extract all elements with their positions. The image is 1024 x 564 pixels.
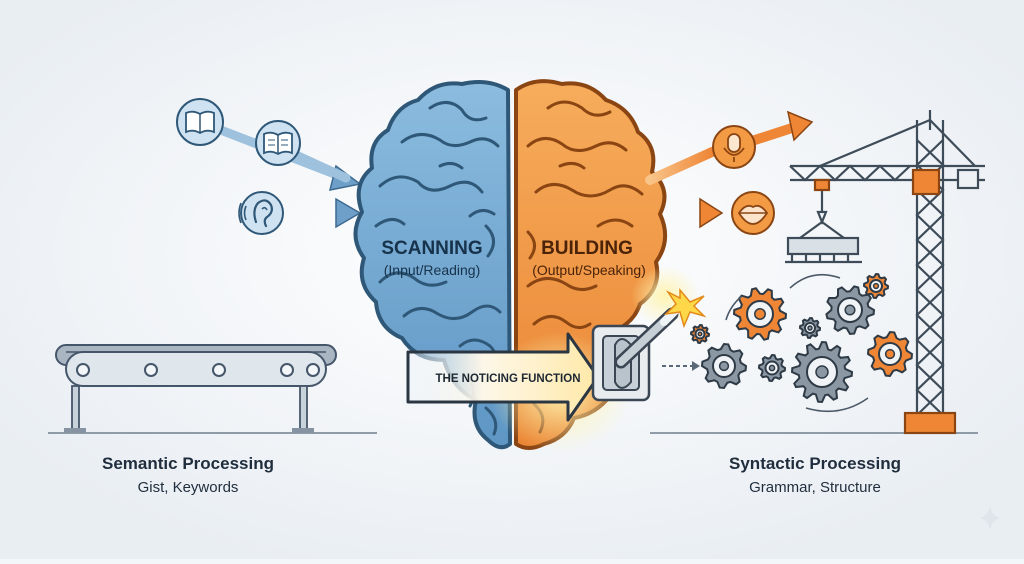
open-book-icon [255, 120, 301, 166]
semantic-subtitle: Gist, Keywords [138, 479, 239, 496]
connector-arrow [662, 361, 700, 371]
rotation-arrow [789, 273, 841, 289]
gear-icon [866, 330, 914, 378]
gear-icon [798, 316, 822, 340]
microphone-icon [712, 125, 756, 169]
rotation-arrow [805, 397, 869, 413]
gear-icon [757, 353, 787, 383]
gear-icon [825, 285, 876, 336]
noticing-label: THE NOTICING FUNCTION [435, 373, 580, 385]
gear-icon [700, 342, 748, 390]
conveyor-belt [55, 344, 337, 433]
building-title: BUILDING [541, 238, 633, 259]
sparkle-icon [980, 506, 1000, 530]
syntactic-title: Syntactic Processing [729, 454, 901, 473]
spark-icon [663, 287, 707, 329]
gear-cluster [689, 272, 914, 413]
scanning-subtitle: (Input/Reading) [384, 262, 481, 278]
gear-icon [862, 272, 890, 300]
lever-switch-icon [591, 306, 680, 402]
gear-icon [689, 323, 711, 345]
book-icon [176, 98, 224, 146]
semantic-title: Semantic Processing [102, 454, 274, 473]
lips-icon [731, 191, 775, 235]
output-arrows [645, 110, 814, 229]
gear-icon [790, 340, 854, 404]
scanning-title: SCANNING [381, 238, 482, 259]
noticing-arrow [406, 332, 600, 422]
building-subtitle: (Output/Speaking) [532, 262, 646, 278]
crane [785, 110, 985, 435]
syntactic-subtitle: Grammar, Structure [749, 479, 881, 496]
ear-icon [238, 191, 284, 235]
rotation-arrow [725, 295, 743, 321]
gear-icon [732, 287, 788, 341]
